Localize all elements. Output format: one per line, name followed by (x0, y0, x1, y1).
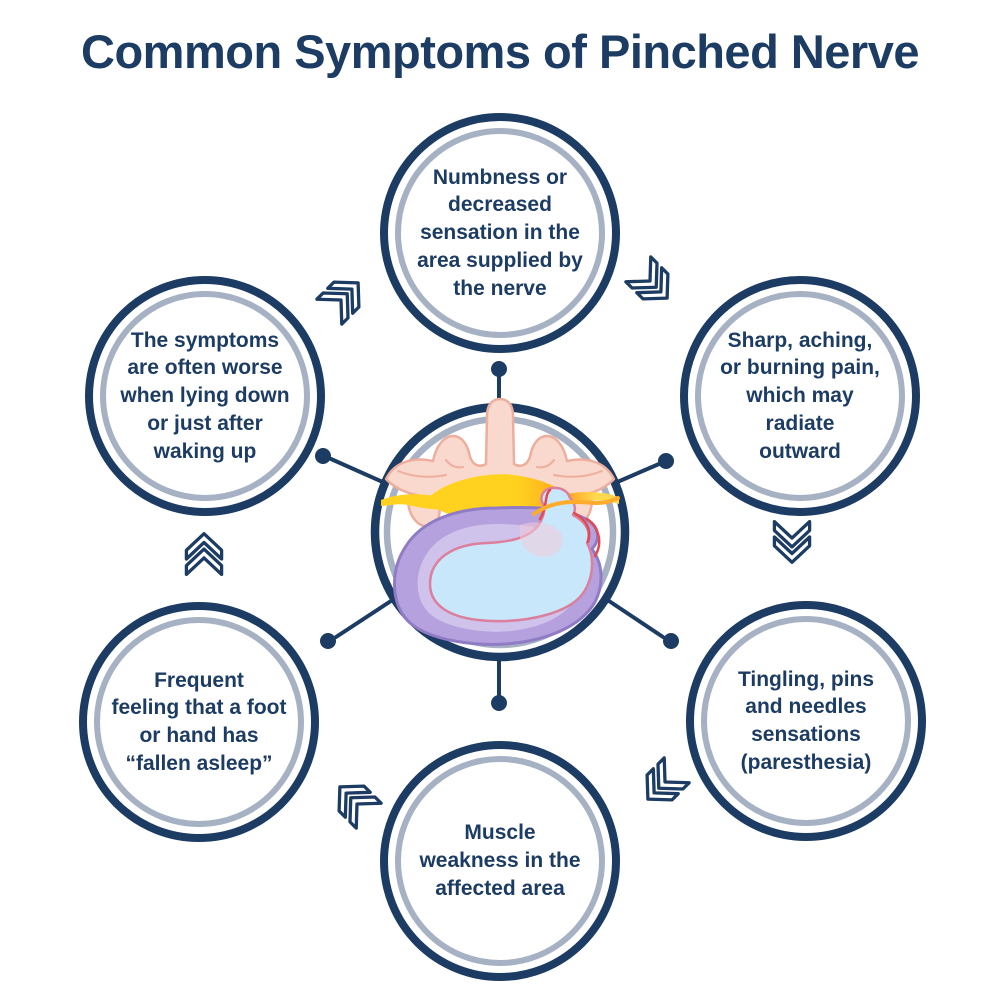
double-chevron-down-icon (772, 519, 812, 564)
symptom-bubble-top-left: The symptoms are often worse when lying … (85, 276, 325, 516)
spinal-disc (393, 486, 620, 646)
double-chevron-down-right-icon (624, 255, 682, 313)
symptom-bubble-ring: The symptoms are often worse when lying … (100, 291, 310, 501)
connector-line-top-left (329, 457, 387, 485)
symptom-label: Numbness or decreased sensation in the a… (417, 165, 583, 300)
connector-dot-bottom-right (663, 633, 679, 649)
symptom-bubble-ring: Frequent feeling that a foot or hand has… (94, 617, 304, 827)
double-chevron-down-left-icon (633, 756, 691, 814)
symptom-bubble-ring: Tingling, pins and needles sensations (p… (701, 616, 911, 826)
connector-line-bottom-right (604, 597, 665, 639)
symptom-label: Tingling, pins and needles sensations (p… (737, 667, 875, 774)
double-chevron-up-icon (184, 532, 224, 577)
compressed-nerve-strand (532, 496, 620, 516)
symptom-label: The symptoms are often worse when lying … (120, 328, 290, 463)
symptom-bubble-bottom-left: Frequent feeling that a foot or hand has… (79, 602, 319, 842)
symptom-bubble-ring: Numbness or decreased sensation in the a… (395, 128, 605, 338)
double-chevron-up-left-icon (325, 772, 383, 830)
connector-line-top-right (613, 462, 661, 485)
symptom-label: Muscle weakness in the affected area (419, 821, 581, 900)
connector-dot-top-right (658, 453, 674, 469)
connector-dot-bottom-left (320, 633, 336, 649)
symptom-bubble-top-right: Sharp, aching, or burning pain, which ma… (680, 276, 920, 516)
connector-dot-top (491, 361, 507, 377)
symptom-bubble-ring: Muscle weakness in the affected area (395, 756, 605, 966)
vertebra-illustration (381, 397, 620, 646)
symptom-label: Sharp, aching, or burning pain, which ma… (720, 328, 880, 463)
connector-line-bottom-left (334, 597, 396, 639)
symptom-bubble-ring: Sharp, aching, or burning pain, which ma… (695, 291, 905, 501)
symptom-label: Frequent feeling that a foot or hand has… (111, 668, 287, 775)
connector-dot-bottom (491, 695, 507, 711)
double-chevron-up-right-icon (315, 268, 373, 326)
connector-dot-top-left (315, 448, 331, 464)
symptom-bubble-bottom-right: Tingling, pins and needles sensations (p… (686, 601, 926, 841)
symptom-bubble-top: Numbness or decreased sensation in the a… (380, 113, 620, 353)
connectors (315, 361, 679, 711)
page-title: Common Symptoms of Pinched Nerve (81, 25, 920, 78)
symptom-bubble-bottom: Muscle weakness in the affected area (380, 741, 620, 981)
